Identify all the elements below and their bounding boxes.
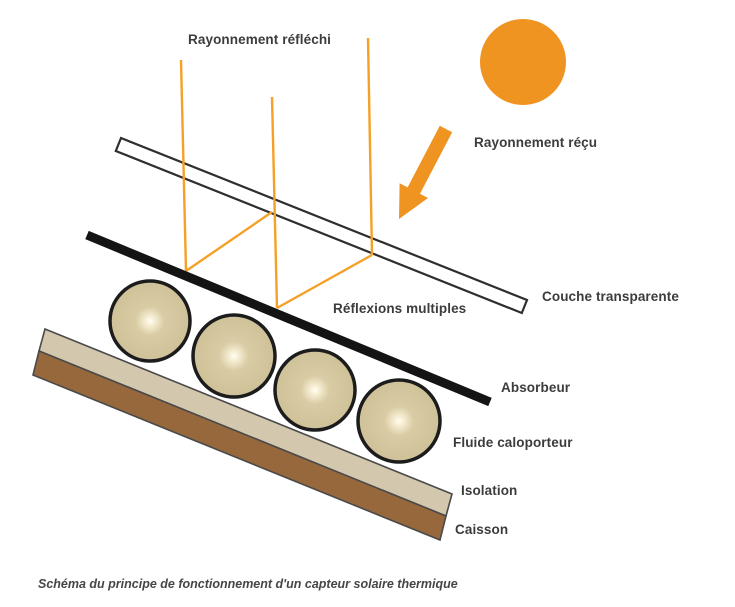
absorber-plate <box>85 230 492 407</box>
insulation-label: Isolation <box>461 483 518 498</box>
fluid-tubes <box>108 279 442 464</box>
absorber-label: Absorbeur <box>501 380 571 395</box>
reflection-diagonal-1 <box>185 211 273 272</box>
reflection-diagonal-2 <box>276 253 373 310</box>
transparent-layer-label: Couche transparente <box>542 289 679 304</box>
multiple-reflections-label: Réflexions multiples <box>333 301 467 316</box>
fluid-tube-2 <box>191 313 277 399</box>
reflected-ray-3 <box>366 37 374 256</box>
reflected-ray-2 <box>270 96 279 309</box>
figure-caption: Schéma du principe de fonctionnement d'u… <box>38 577 458 591</box>
received-radiation-label: Rayonnement réçu <box>474 135 598 150</box>
fluid-tube-1 <box>108 279 192 363</box>
fluid-tube-4 <box>356 378 442 464</box>
casing-label: Caisson <box>455 522 509 537</box>
heat-transfer-fluid-label: Fluide caloporteur <box>453 435 573 450</box>
light-rays <box>179 37 374 310</box>
reflected-radiation-label: Rayonnement réfléchi <box>188 32 332 47</box>
reflected-ray-1 <box>179 59 188 272</box>
transparent-cover <box>114 136 529 315</box>
received-radiation-arrow-icon <box>399 125 453 219</box>
casing-layer <box>32 349 447 542</box>
fluid-tube-3 <box>273 348 357 432</box>
sun-icon <box>480 19 566 105</box>
